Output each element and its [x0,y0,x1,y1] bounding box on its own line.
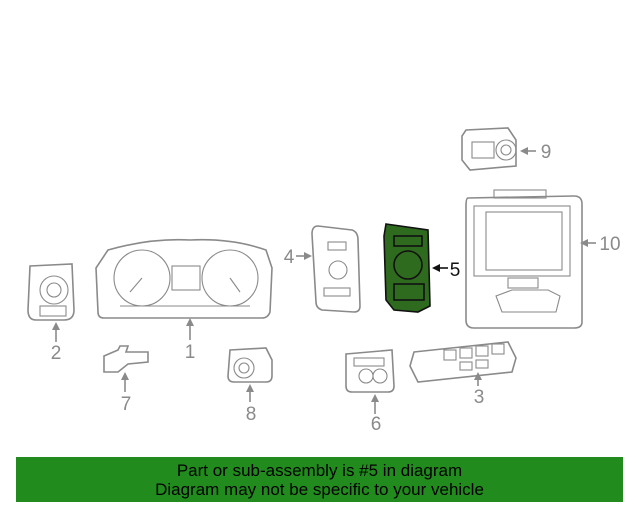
callout-1: 1 [185,318,196,363]
part-8-knob-switch[interactable] [227,347,273,383]
svg-text:5: 5 [450,260,461,281]
part-5-highlighted-module[interactable] [383,223,431,313]
banner-line-1: Part or sub-assembly is #5 in diagram [176,460,463,480]
part-6-bezel-switch[interactable] [345,349,395,393]
callout-6: 6 [371,394,382,435]
callout-3: 3 [474,372,485,408]
banner-line-2: Diagram may not be specific to your vehi… [155,479,484,499]
svg-text:9: 9 [541,142,552,163]
svg-text:10: 10 [599,234,620,255]
part-7-bracket[interactable] [103,345,149,373]
part-2-headlamp-switch[interactable] [27,263,75,321]
callout-9: 9 [520,142,551,163]
svg-text:2: 2 [51,343,62,364]
svg-text:4: 4 [284,247,295,268]
part-9-camera-module[interactable] [461,127,517,171]
part-10-display-unit[interactable] [465,189,583,329]
callout-2: 2 [51,322,62,364]
callout-5: 5 [432,260,460,281]
part-3-switch-panel[interactable] [409,341,517,383]
svg-text:8: 8 [246,404,257,425]
callout-8: 8 [246,384,257,425]
svg-text:1: 1 [185,342,196,363]
callout-4: 4 [284,247,312,268]
part-info-banner: Part or sub-assembly is #5 in diagram Di… [16,457,623,502]
svg-text:3: 3 [474,387,485,408]
callout-7: 7 [121,372,132,415]
part-1-instrument-cluster[interactable] [95,238,273,319]
part-4-control-module[interactable] [311,225,361,313]
svg-text:6: 6 [371,414,382,435]
svg-text:7: 7 [121,394,132,415]
callout-10: 10 [580,234,621,255]
